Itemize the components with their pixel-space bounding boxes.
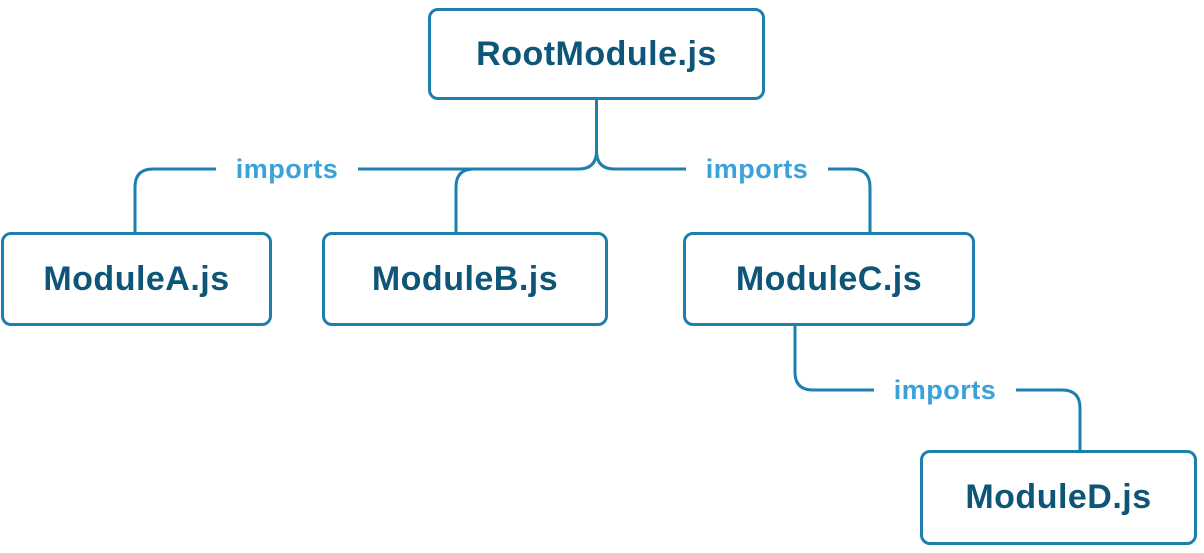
node-moduleb: ModuleB.js: [322, 232, 608, 326]
edge-label-imports-c-d: imports: [874, 373, 1016, 407]
node-moduled-label: ModuleD.js: [965, 478, 1152, 516]
node-modulec-label: ModuleC.js: [735, 259, 923, 298]
edge-root-to-moduleb: [454, 167, 476, 234]
edge-root-to-modulea: [133, 98, 598, 234]
node-modulea-label: ModuleA.js: [43, 259, 230, 298]
node-rootmodule-label: RootModule.js: [476, 34, 717, 73]
edge-label-imports-left: imports: [216, 152, 358, 186]
node-rootmodule: RootModule.js: [428, 8, 765, 100]
node-moduleb-label: ModuleB.js: [371, 259, 559, 298]
node-modulec: ModuleC.js: [683, 232, 975, 326]
edge-label-imports-right: imports: [686, 152, 828, 186]
node-modulea: ModuleA.js: [1, 232, 272, 326]
node-moduled: ModuleD.js: [920, 450, 1197, 545]
